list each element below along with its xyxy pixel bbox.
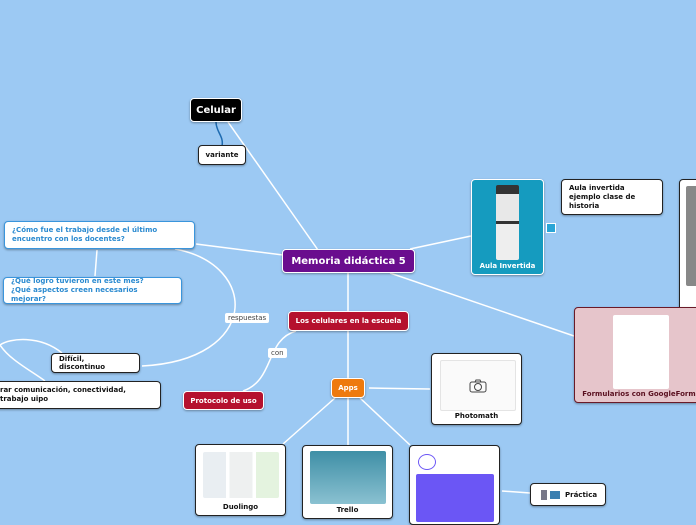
geogebra-screenshot: [416, 474, 494, 522]
screen-icon: [550, 490, 560, 499]
question-2a: ¿Qué logro tuvieron en este mes?: [11, 277, 144, 285]
label-con: con: [268, 348, 287, 358]
formularios-label: Formularios con GoogleForm: [582, 390, 696, 398]
line-formularios: [389, 272, 575, 337]
question-2b: ¿Qué aspectos creen necesarios mejorar?: [11, 286, 138, 303]
photomath-label: Photomath: [454, 412, 499, 420]
line-q1: [195, 243, 284, 256]
line-aula: [409, 235, 472, 250]
infographic-image: [496, 185, 519, 260]
forms-results-image: [613, 315, 669, 389]
node-celular[interactable]: Celular: [190, 98, 242, 122]
node-geogebra[interactable]: [409, 445, 500, 525]
line-practica: [501, 490, 531, 494]
photo-image: [686, 186, 696, 286]
node-variante[interactable]: variante: [198, 145, 246, 165]
node-mejorar[interactable]: rar comunicación, conectividad, trabajo …: [0, 381, 161, 409]
node-aula-invertida[interactable]: Aula Invertida: [471, 179, 544, 275]
trello-screenshot: [310, 451, 386, 504]
node-question-1[interactable]: ¿Cómo fue el trabajo desde el último enc…: [4, 221, 195, 249]
node-image-partial[interactable]: [679, 179, 696, 317]
central-node[interactable]: Memoria didáctica 5: [282, 249, 415, 273]
duolingo-screenshot: [203, 452, 279, 498]
line-geogebra: [359, 397, 411, 446]
duolingo-label: Duolingo: [222, 503, 259, 511]
external-link-icon[interactable]: [546, 223, 556, 233]
node-trello[interactable]: Trello: [302, 445, 393, 519]
camera-icon: [440, 360, 516, 411]
node-photomath[interactable]: Photomath: [431, 353, 522, 425]
node-question-2[interactable]: ¿Qué logro tuvieron en este mes?¿Qué asp…: [3, 277, 182, 304]
node-celulares-escuela[interactable]: Los celulares en la escuela: [288, 311, 409, 331]
line-protocolo: [242, 330, 297, 392]
trello-label: Trello: [336, 506, 359, 514]
node-dificil[interactable]: Difícil, discontinuo: [51, 353, 140, 373]
line-duolingo: [282, 397, 336, 445]
line-respuestas: [141, 248, 236, 367]
line-celular: [227, 121, 319, 251]
node-apps[interactable]: Apps: [331, 378, 365, 398]
aula-invertida-label: Aula Invertida: [479, 262, 536, 270]
node-aula-nota[interactable]: Aula invertida ejemplo clase de historia: [561, 179, 663, 215]
question-1-text: ¿Cómo fue el trabajo desde el último enc…: [12, 226, 158, 243]
label-respuestas: respuestas: [225, 313, 270, 323]
line-mejorar: [0, 338, 63, 382]
line-q2: [94, 249, 98, 277]
node-practica[interactable]: Práctica: [530, 483, 606, 506]
node-protocolo[interactable]: Protocolo de uso: [183, 391, 264, 410]
node-duolingo[interactable]: Duolingo: [195, 444, 286, 516]
node-formularios[interactable]: Formularios con GoogleForm: [574, 307, 696, 403]
practica-label: Práctica: [565, 490, 598, 499]
line-variante: [215, 121, 224, 147]
line-photomath: [368, 387, 431, 390]
geogebra-icon: [418, 454, 436, 470]
phone-icon: [541, 489, 547, 500]
